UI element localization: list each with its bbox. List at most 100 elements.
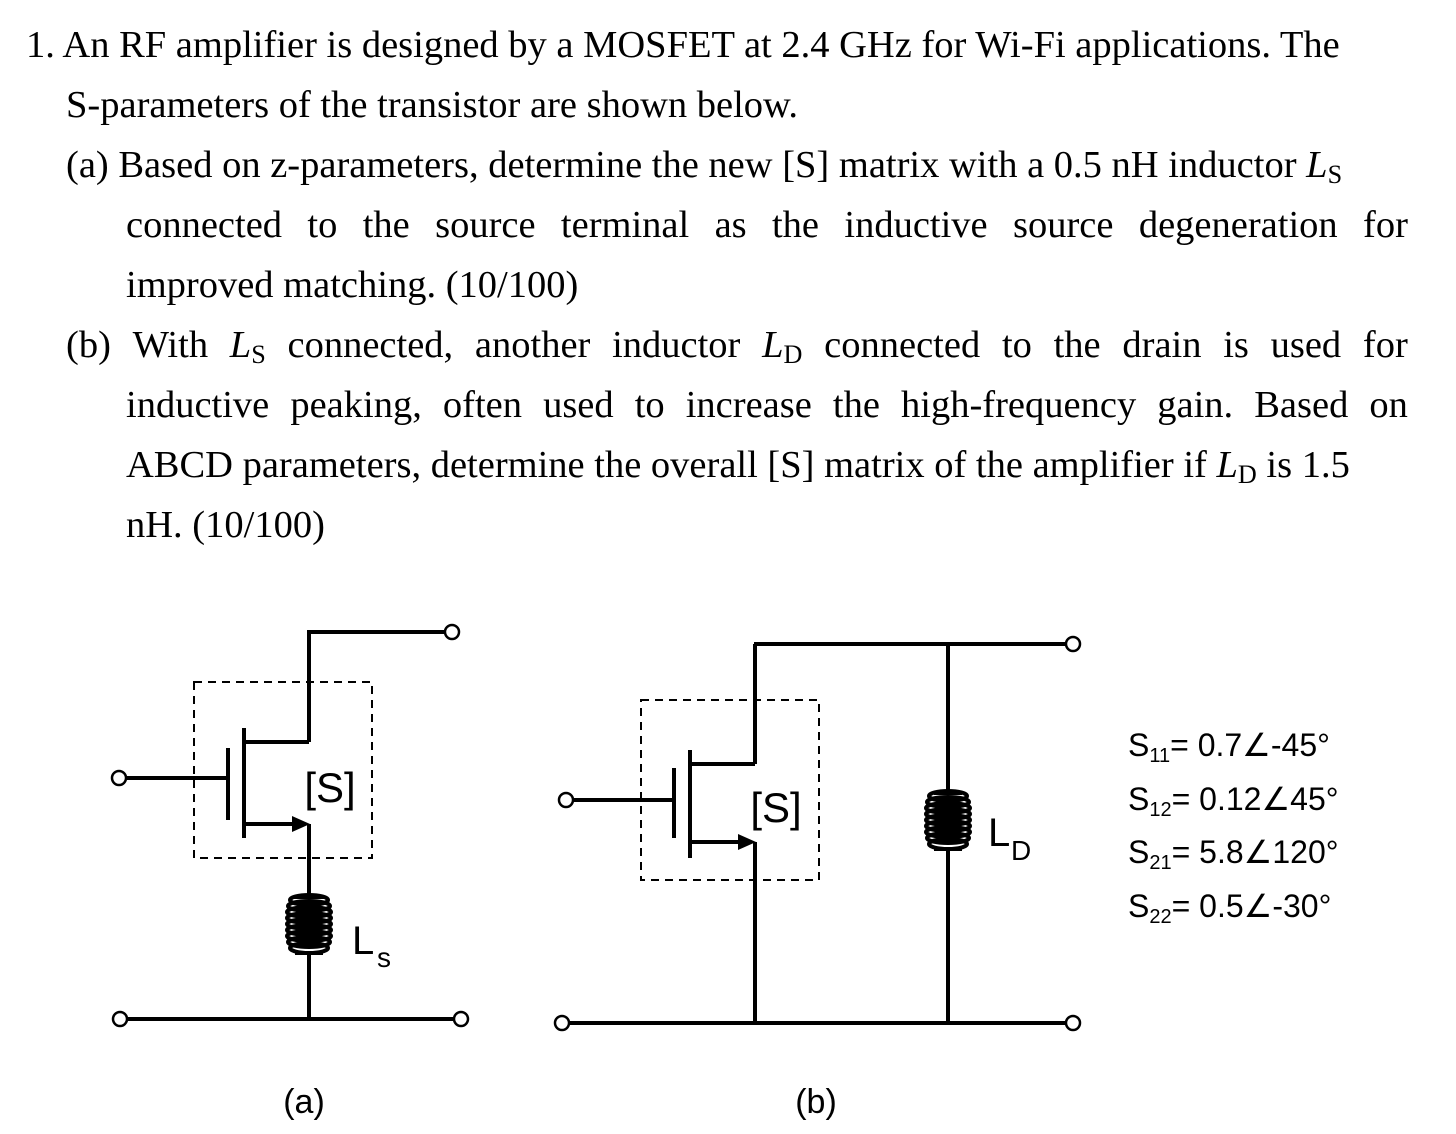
s-index: 12	[1149, 798, 1172, 821]
word: inductive	[844, 204, 988, 246]
ld-inline: LD	[762, 326, 802, 368]
word: increase	[685, 384, 812, 426]
terminal	[1064, 635, 1082, 653]
intro-line-1: An RF amplifier is designed by a MOSFET …	[62, 24, 1340, 66]
ls-symbol: L	[1306, 144, 1328, 186]
word: source	[1013, 204, 1114, 246]
s-name: S	[1128, 834, 1150, 870]
s-name: S	[1128, 727, 1150, 763]
s-index: 11	[1149, 745, 1171, 767]
ld-inductor	[924, 789, 972, 851]
s-parameter-list: S11= 0.7∠-45° S12= 0.12∠45° S21= 5.8∠120…	[1128, 724, 1339, 938]
word: source	[435, 204, 536, 246]
word: the	[1053, 324, 1101, 366]
word: connected,	[287, 324, 454, 366]
s-parameter-row: S11= 0.7∠-45°	[1128, 724, 1339, 778]
s-block-label-b: [S]	[750, 784, 801, 831]
word: is	[1223, 324, 1249, 366]
terminal	[111, 1010, 129, 1028]
part-b-label: (b)	[66, 324, 111, 366]
word: inductive	[126, 384, 270, 426]
s-block-b-boundary	[640, 699, 820, 881]
ls-symbol: L	[229, 324, 252, 366]
s-name: S	[1128, 887, 1150, 924]
s-value: = 0.7∠-45°	[1170, 727, 1330, 763]
word: often	[442, 384, 523, 426]
terminal	[452, 1010, 470, 1028]
word: With	[132, 324, 209, 366]
word: another	[474, 324, 591, 366]
s-name: S	[1128, 780, 1150, 817]
ld-symbol-sub: D	[783, 339, 803, 369]
caption-a: (a)	[283, 1083, 325, 1121]
caption-b: (b)	[795, 1083, 837, 1121]
word: gain.	[1157, 384, 1234, 426]
part-a-label: (a)	[66, 144, 109, 186]
word: terminal	[560, 204, 690, 246]
problem-line-1: 1. An RF amplifier is designed by a MOSF…	[26, 26, 1340, 65]
ld-label-sub: D	[1011, 835, 1031, 866]
terminal	[553, 1014, 571, 1032]
ls-symbol-sub: S	[251, 339, 266, 369]
s-index: 22	[1149, 905, 1172, 928]
word: used	[543, 384, 614, 426]
part-b-line-2: inductive peaking, often used to increas…	[126, 386, 1408, 425]
word: the	[362, 204, 410, 246]
word: the	[832, 384, 880, 426]
part-a-text-1: Based on z-parameters, determine the new…	[118, 144, 1307, 186]
terminal	[110, 769, 128, 787]
intro-line-2: S-parameters of the transistor are shown…	[66, 84, 798, 126]
word: high-frequency	[901, 384, 1137, 426]
s-value: = 5.8∠120°	[1171, 834, 1339, 870]
s-block-label-a: [S]	[304, 764, 355, 811]
terminal	[557, 791, 575, 809]
s-index: 21	[1149, 852, 1172, 874]
word: connected	[824, 324, 981, 366]
circuit-b	[553, 635, 1082, 1032]
word: used	[1270, 324, 1342, 366]
s-parameter-row: S12= 0.12∠45°	[1128, 778, 1339, 832]
terminal	[443, 623, 461, 641]
part-b-text-3b: is 1.5	[1256, 444, 1350, 486]
s-value: = 0.5∠-30°	[1171, 887, 1332, 924]
source-arrow	[292, 816, 310, 832]
s-value: = 0.12∠45°	[1171, 780, 1339, 817]
s-block-a-boundary	[193, 681, 373, 859]
source-arrow	[738, 834, 756, 850]
problem-number: 1.	[26, 24, 55, 66]
ld-symbol: L	[1216, 444, 1238, 486]
part-b-line-3: ABCD parameters, determine the overall […	[126, 446, 1350, 488]
word: degeneration	[1138, 204, 1338, 246]
ld-symbol: L	[762, 324, 784, 366]
word: the	[771, 204, 820, 246]
circuit-a	[110, 623, 470, 1028]
part-a-line-1: (a) Based on z-parameters, determine the…	[66, 146, 1342, 188]
part-b-line-4: nH. (10/100)	[126, 504, 325, 546]
ld-symbol-sub: D	[1237, 459, 1257, 489]
word: to	[1001, 324, 1032, 366]
word: connected	[126, 204, 283, 246]
s-parameter-row: S22= 0.5∠-30°	[1128, 885, 1339, 939]
ls-symbol-sub: S	[1327, 159, 1343, 189]
word: on	[1369, 384, 1408, 426]
part-a-line-2: connected to the source terminal as the …	[126, 206, 1408, 245]
ls-inline: LS	[230, 326, 266, 368]
part-b-text-3a: ABCD parameters, determine the overall […	[126, 444, 1217, 486]
word: as	[714, 204, 747, 246]
word: to	[307, 204, 338, 246]
word: Based	[1254, 384, 1349, 426]
word: peaking,	[290, 384, 422, 426]
word: to	[634, 384, 665, 426]
circuit-figure: [S] L s (a)	[110, 623, 1082, 1121]
ls-label-sub: s	[377, 942, 391, 973]
s-parameter-row: S21= 5.8∠120°	[1128, 831, 1339, 885]
ld-label-main: L	[988, 811, 1010, 855]
word: for	[1362, 324, 1408, 366]
word: for	[1363, 204, 1408, 246]
terminal	[1064, 1014, 1082, 1032]
ls-inductor	[285, 893, 333, 955]
word: drain	[1122, 324, 1202, 366]
part-b-line-1: (b) With LS connected, another inductor …	[66, 326, 1408, 368]
part-a-line-3: improved matching. (10/100)	[126, 264, 579, 306]
word: inductor	[612, 324, 741, 366]
